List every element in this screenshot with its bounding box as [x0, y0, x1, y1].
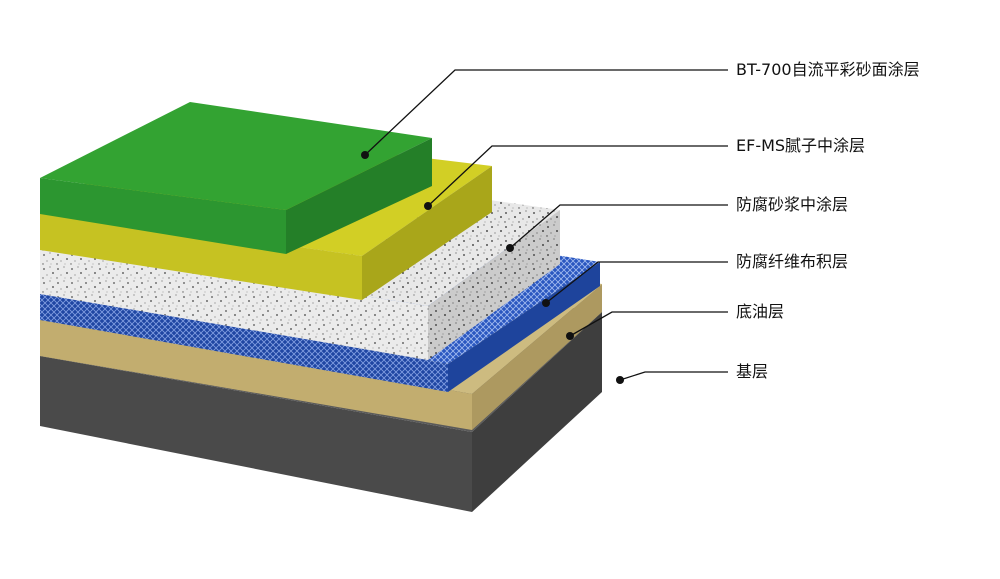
layer-top-coat	[40, 102, 432, 254]
label-base: 基层	[736, 362, 769, 381]
label-top-coat: BT-700自流平彩砂面涂层	[736, 60, 920, 79]
label-mortar: 防腐砂浆中涂层	[736, 195, 849, 214]
label-primer: 底油层	[736, 302, 785, 321]
label-fiber-cloth: 防腐纤维布积层	[736, 252, 849, 271]
label-putty: EF-MS腻子中涂层	[736, 136, 866, 155]
leader-lines	[361, 69, 728, 384]
